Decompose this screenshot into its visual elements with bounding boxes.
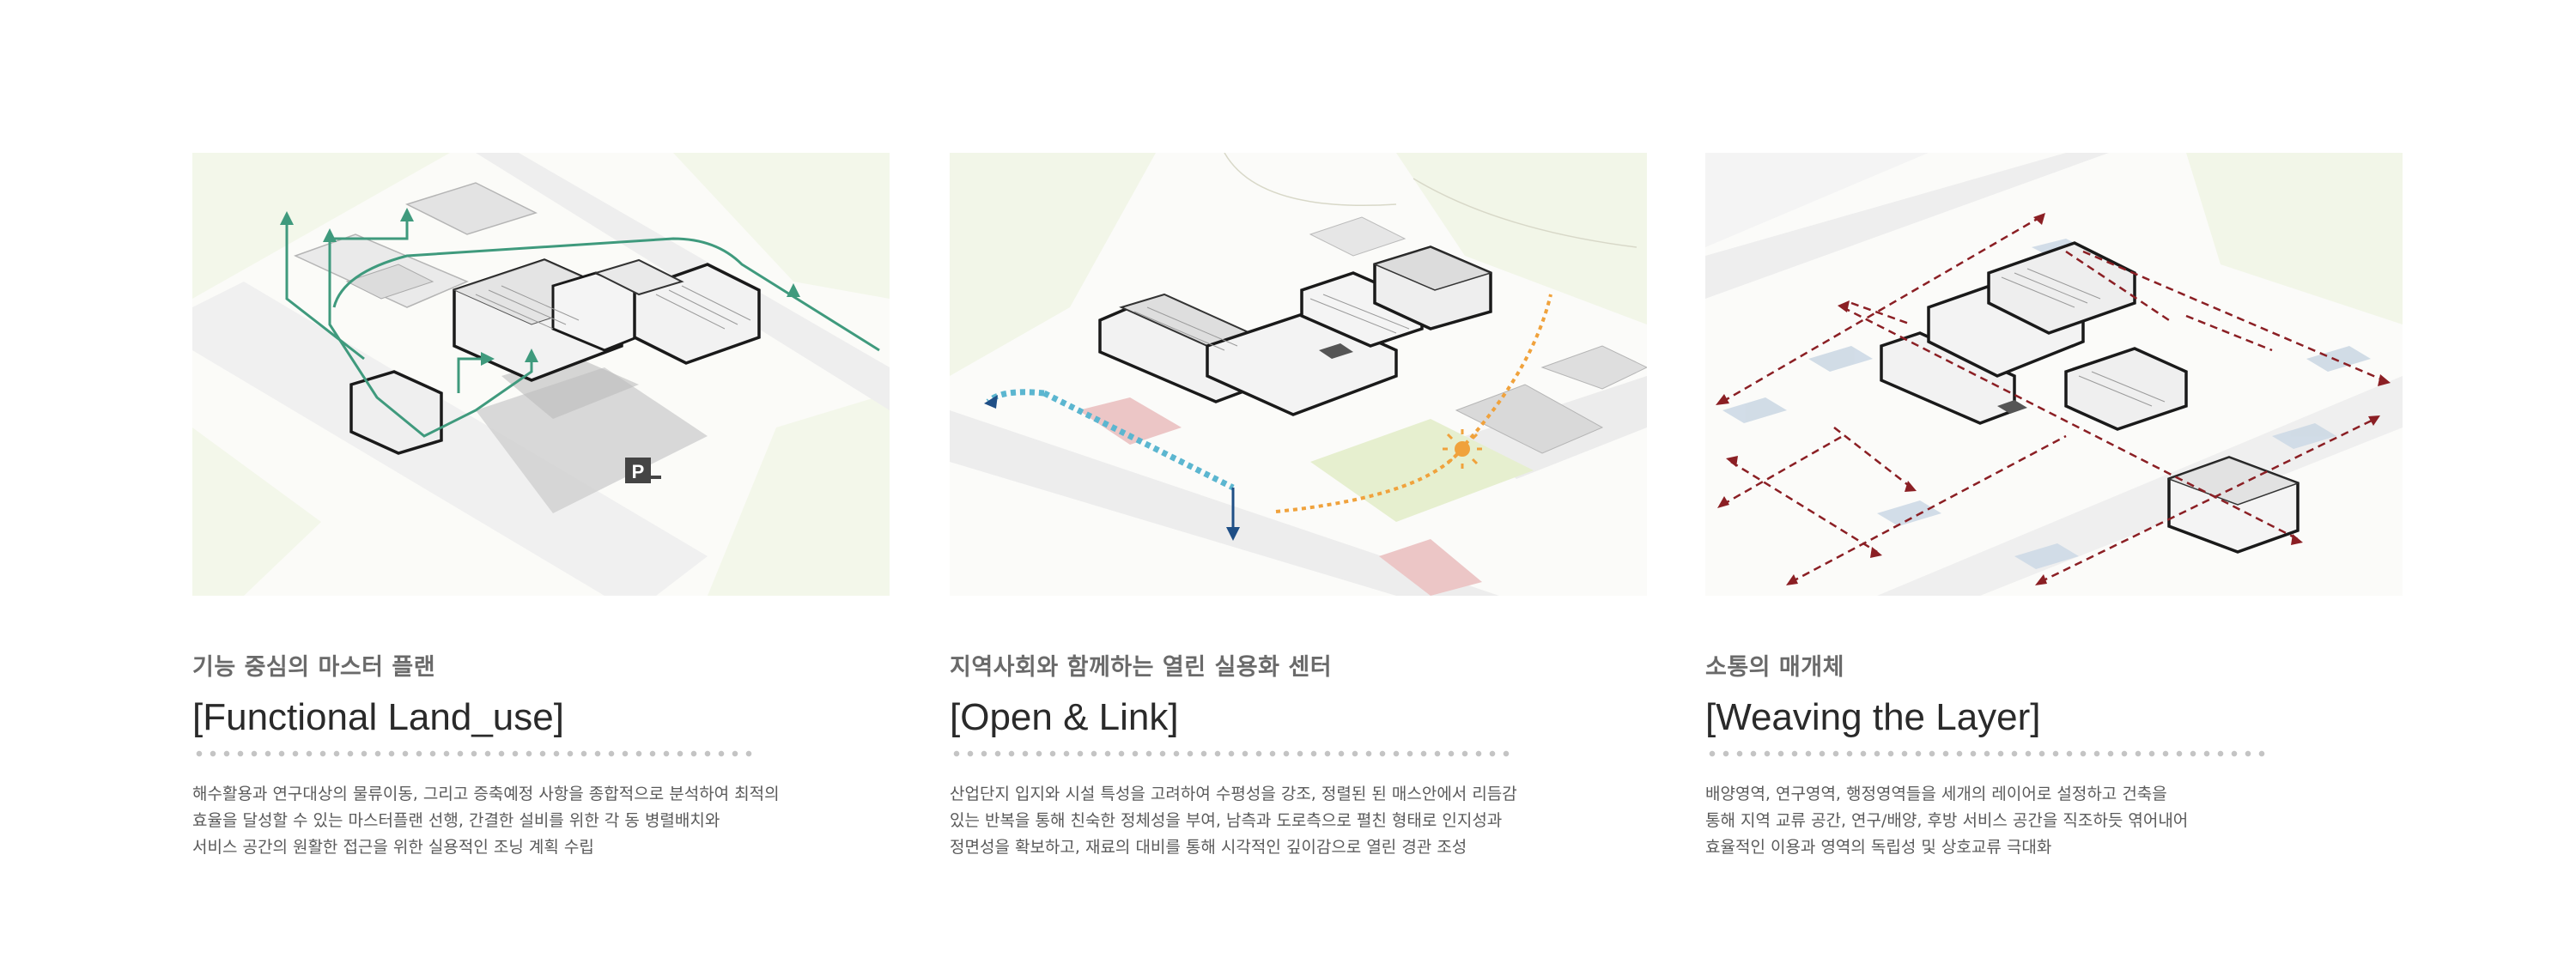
description-line: 효율적인 이용과 영역의 독립성 및 상호교류 극대화: [1705, 838, 2052, 857]
panel-description: 산업단지 입지와 시설 특성을 고려하여 수평성을 강조, 정렬된 된 매스안에…: [950, 781, 1647, 861]
description-line: 배양영역, 연구영역, 행정영역들을 세개의 레이어로 설정하고 건축을: [1705, 785, 2167, 803]
panel-description: 배양영역, 연구영역, 행정영역들을 세개의 레이어로 설정하고 건축을 통해 …: [1705, 781, 2403, 861]
parking-label: P: [632, 461, 645, 482]
functional-land-use-diagram: P: [192, 153, 890, 596]
panel-subtitle: 기능 중심의 마스터 플랜: [192, 654, 436, 681]
parking-icon: P: [625, 458, 661, 483]
description-line: 있는 반복을 통해 친숙한 정체성을 부여, 남측과 도로측으로 펼친 형태로 …: [950, 811, 1503, 830]
description-line: 정면성을 확보하고, 재료의 대비를 통해 시각적인 깊이감으로 열린 경관 조…: [950, 838, 1467, 857]
open-link-svg: [950, 153, 1647, 596]
dotted-divider: [950, 750, 1512, 757]
description-line: 산업단지 입지와 시설 특성을 고려하여 수평성을 강조, 정렬된 된 매스안에…: [950, 785, 1517, 803]
open-link-diagram: [950, 153, 1647, 596]
panel-title: [Open & Link]: [950, 696, 1179, 738]
description-line: 서비스 공간의 원활한 접근을 위한 실용적인 조닝 계획 수립: [192, 838, 594, 857]
panel-title: [Functional Land_use]: [192, 696, 564, 738]
functional-land-use-svg: P: [192, 153, 890, 596]
panel-subtitle: 지역사회와 함께하는 열린 실용화 센터: [950, 654, 1333, 681]
weaving-the-layer-svg: [1705, 153, 2403, 596]
dotted-divider: [192, 750, 755, 757]
panel-open-link: 지역사회와 함께하는 열린 실용화 센터 [Open & Link] 산업단지 …: [950, 153, 1647, 861]
panel-functional-land-use: P 기능 중심의 마스터 플랜 [Functional Land_use] 해수…: [192, 153, 890, 861]
panel-description: 해수활용과 연구대상의 물류이동, 그리고 증축예정 사항을 종합적으로 분석하…: [192, 781, 890, 861]
panel-title: [Weaving the Layer]: [1705, 696, 2041, 738]
sun-icon: [1443, 429, 1482, 469]
panel-weaving-the-layer: 소통의 매개체 [Weaving the Layer] 배양영역, 연구영역, …: [1705, 153, 2403, 861]
description-line: 효율을 달성할 수 있는 마스터플랜 선행, 간결한 설비를 위한 각 동 병렬…: [192, 811, 720, 830]
panel-subtitle: 소통의 매개체: [1705, 654, 1844, 681]
dotted-divider: [1705, 750, 2268, 757]
description-line: 해수활용과 연구대상의 물류이동, 그리고 증축예정 사항을 종합적으로 분석하…: [192, 785, 780, 803]
weaving-the-layer-diagram: [1705, 153, 2403, 596]
description-line: 통해 지역 교류 공간, 연구/배양, 후방 서비스 공간을 직조하듯 엮어내어: [1705, 811, 2189, 830]
